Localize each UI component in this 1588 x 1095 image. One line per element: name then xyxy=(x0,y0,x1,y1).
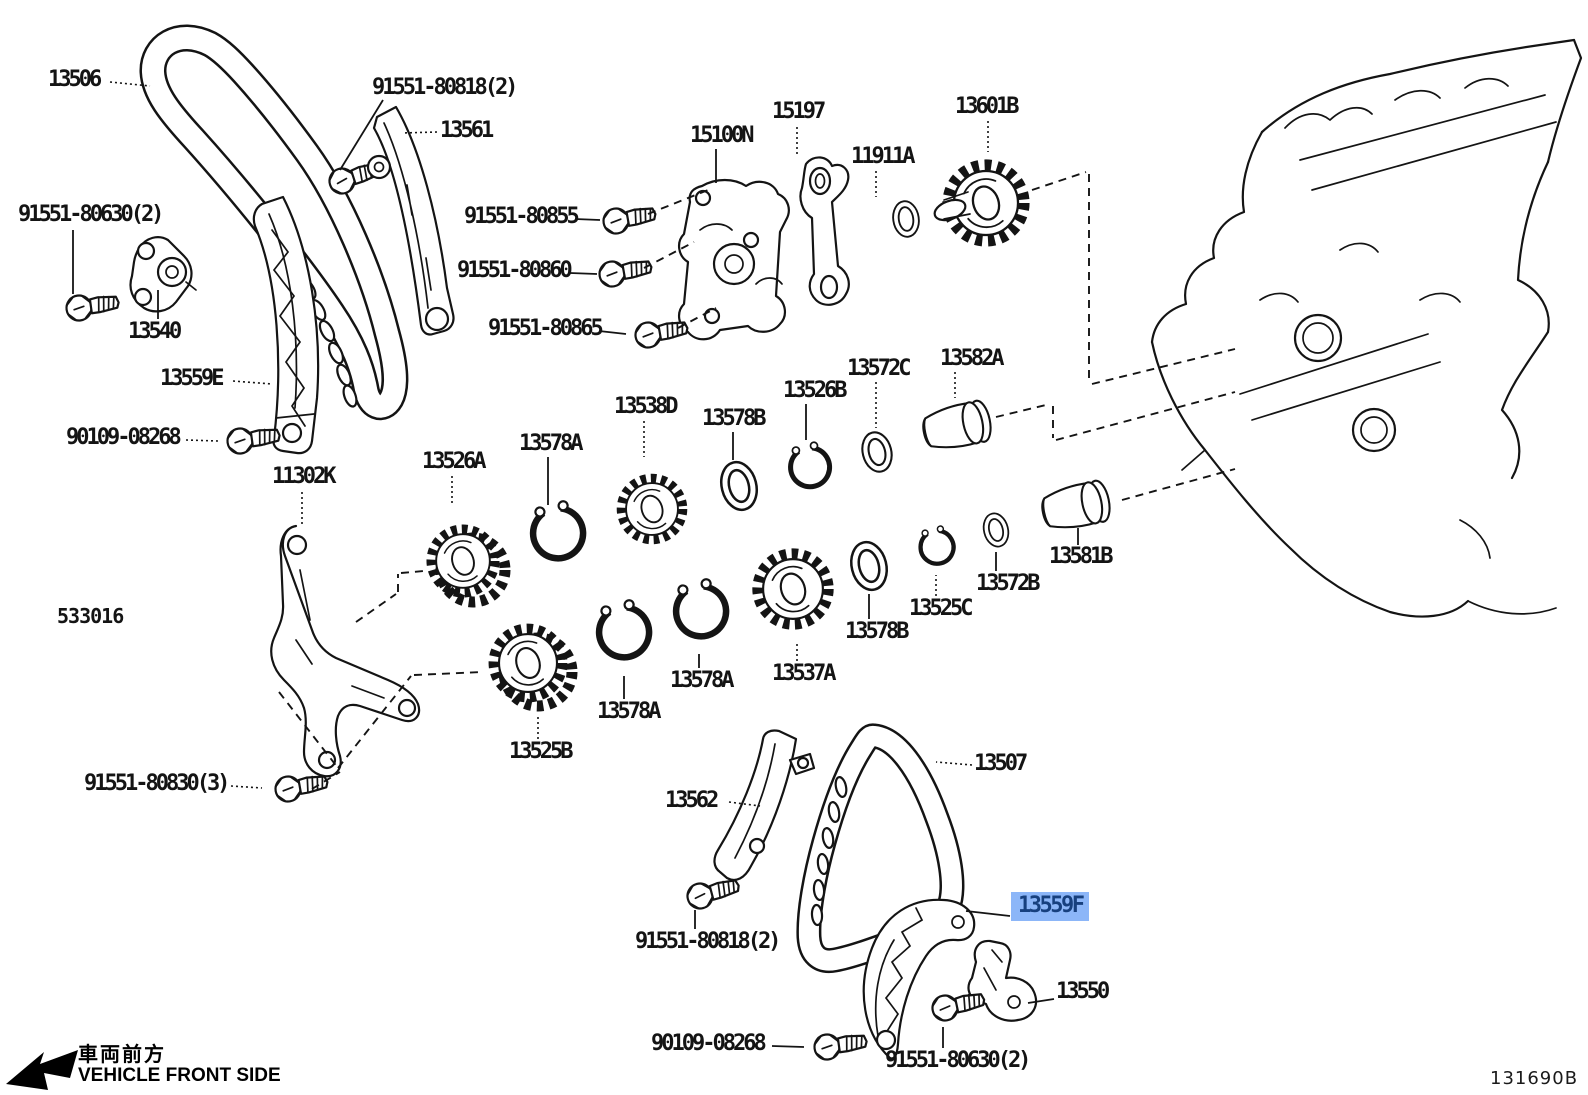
engine-block-drawing xyxy=(1150,38,1583,618)
gear-13537a-drawing xyxy=(758,554,829,625)
ring-13572c-drawing xyxy=(857,428,897,476)
washer-91551-80818-drawing xyxy=(366,154,392,180)
ring-13578b-2-drawing xyxy=(845,537,893,595)
part-label-13559f-highlighted[interactable]: 13559F xyxy=(1011,892,1090,921)
part-label-15100n[interactable]: 15100N xyxy=(690,123,755,148)
part-label-91551-80818-1[interactable]: 91551-80818(2) xyxy=(372,75,518,100)
chain-guide-13559e-drawing xyxy=(252,195,320,455)
chain-guide-13562-drawing xyxy=(713,729,816,882)
bracket-11302k-drawing xyxy=(270,524,421,778)
snap-ring-13526b-drawing xyxy=(785,440,834,491)
part-label-90109-08268-1[interactable]: 90109-08268 xyxy=(66,425,182,450)
part-label-91551-80865[interactable]: 91551-80865 xyxy=(488,316,604,341)
assembly-dashed-lines xyxy=(278,171,1236,790)
gear-13526a-drawing xyxy=(431,529,511,608)
oil-pump-15100n-drawing xyxy=(678,178,790,341)
gear-13601b-drawing xyxy=(933,165,1024,241)
part-label-15197[interactable]: 15197 xyxy=(772,99,826,124)
bolt-91551-80630-1-drawing xyxy=(63,288,122,324)
ring-13572b-drawing xyxy=(979,509,1013,551)
ring-11911a-drawing xyxy=(889,198,923,240)
snap-ring-13525c-drawing xyxy=(916,524,957,567)
part-label-13561[interactable]: 13561 xyxy=(440,118,494,143)
bolt-90109-08268-1-drawing xyxy=(224,421,283,457)
sensor-13550-drawing xyxy=(967,939,1038,1022)
part-label-91551-80860[interactable]: 91551-80860 xyxy=(457,258,573,283)
part-label-91551-80630-1[interactable]: 91551-80630(2) xyxy=(18,202,164,227)
front-side-label-jp: 車両前方 xyxy=(78,1042,166,1066)
front-side-label-en: VEHICLE FRONT SIDE xyxy=(78,1065,281,1086)
part-label-11302k[interactable]: 11302K xyxy=(272,464,337,489)
bolt-91551-80855-drawing xyxy=(600,200,659,237)
part-label-13559e[interactable]: 13559E xyxy=(160,366,225,391)
chain-guide-13561-drawing xyxy=(372,105,455,336)
part-label-91551-80818-2[interactable]: 91551-80818(2) xyxy=(635,929,781,954)
snap-ring-13578a-3-drawing xyxy=(592,597,654,663)
part-label-13578a-3[interactable]: 13578A xyxy=(597,699,662,724)
part-label-13537a[interactable]: 13537A xyxy=(772,661,837,686)
figure-code: 533016 xyxy=(57,604,124,628)
part-label-91551-80855[interactable]: 91551-80855 xyxy=(464,204,580,229)
timing-chain-13507-drawing xyxy=(796,723,965,974)
gear-13525b-drawing xyxy=(494,629,578,712)
gasket-15197-drawing xyxy=(799,156,850,306)
part-label-13572c[interactable]: 13572C xyxy=(847,356,912,381)
part-label-90109-08268-2[interactable]: 90109-08268 xyxy=(651,1031,767,1056)
part-label-13578a-2[interactable]: 13578A xyxy=(670,668,735,693)
bolt-90109-08268-2-drawing xyxy=(811,1027,870,1063)
part-label-13538d[interactable]: 13538D xyxy=(614,394,679,419)
part-label-13526a[interactable]: 13526A xyxy=(422,449,487,474)
part-label-13578b-1[interactable]: 13578B xyxy=(702,406,767,431)
part-label-13581b[interactable]: 13581B xyxy=(1049,544,1114,569)
part-label-13601b[interactable]: 13601B xyxy=(955,94,1020,119)
chain-tensioner-13540-drawing xyxy=(129,236,197,313)
shaft-13582a-drawing xyxy=(918,397,995,455)
ring-13578b-1-drawing xyxy=(715,457,763,515)
snap-ring-13578a-1-drawing xyxy=(526,498,588,564)
shaft-13581b-drawing xyxy=(1037,477,1114,535)
part-label-13578b-2[interactable]: 13578B xyxy=(845,619,910,644)
front-direction-arrow xyxy=(6,1050,78,1090)
part-label-13578a-1[interactable]: 13578A xyxy=(519,431,584,456)
part-label-13525c[interactable]: 13525C xyxy=(909,596,974,621)
part-label-11911a[interactable]: 11911A xyxy=(851,144,916,169)
part-label-91551-80630-2[interactable]: 91551-80630(2) xyxy=(885,1048,1031,1073)
part-label-13525b[interactable]: 13525B xyxy=(509,739,574,764)
tensioner-shoe-13559f-drawing xyxy=(862,898,976,1060)
part-label-13582a[interactable]: 13582A xyxy=(940,346,1005,371)
part-label-13562[interactable]: 13562 xyxy=(665,788,719,813)
snap-ring-13578a-2-drawing xyxy=(669,576,731,642)
part-label-13540[interactable]: 13540 xyxy=(128,319,182,344)
gear-13538d-drawing xyxy=(621,478,682,539)
part-label-13526b[interactable]: 13526B xyxy=(783,378,848,403)
part-label-91551-80830[interactable]: 91551-80830(3) xyxy=(84,771,230,796)
bolt-91551-80860-drawing xyxy=(596,253,655,290)
part-label-13550[interactable]: 13550 xyxy=(1056,979,1110,1004)
part-label-13572b[interactable]: 13572B xyxy=(976,571,1041,596)
document-code: 131690B xyxy=(1490,1068,1579,1089)
part-label-13506[interactable]: 13506 xyxy=(48,67,102,92)
leader-lines xyxy=(72,81,1079,1048)
part-label-13507[interactable]: 13507 xyxy=(974,751,1028,776)
